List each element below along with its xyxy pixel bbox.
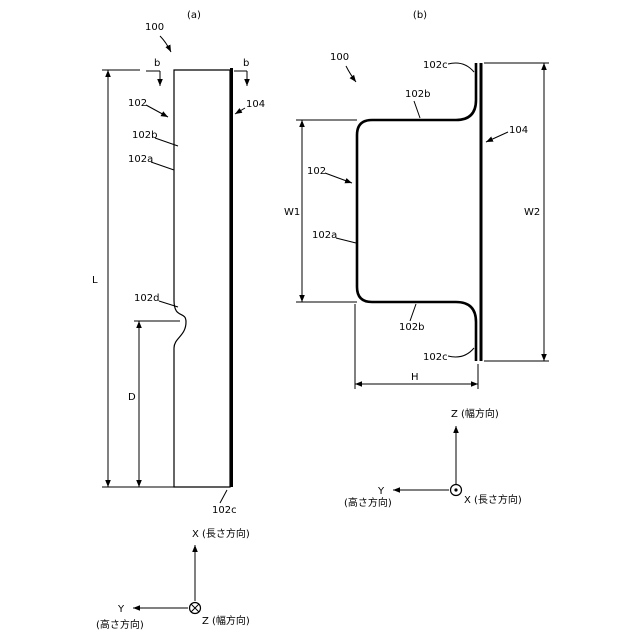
ref-100-a-leader xyxy=(160,36,171,52)
ref-102d: 102d xyxy=(134,293,159,304)
ref-102-b: 102 xyxy=(307,166,326,177)
ref-102-b-leader xyxy=(325,173,352,183)
ref-102c-a: 102c xyxy=(212,505,237,516)
dim-W1: W1 xyxy=(284,207,300,218)
member-outline xyxy=(174,70,230,487)
panel-b-caption: (b) xyxy=(413,10,427,21)
ref-102d-leader xyxy=(159,301,178,307)
ref-102a-a-leader xyxy=(151,162,174,170)
dim-H: H xyxy=(411,372,419,383)
ref-102b-b-top: 102b xyxy=(405,89,430,100)
ref-102c-b-top-leader xyxy=(448,63,474,72)
ref-104-a-leader xyxy=(235,108,245,114)
axis-y-label-b: Y xyxy=(377,486,385,497)
ref-102c-b-bottom: 102c xyxy=(423,352,448,363)
ref-102b-b-bottom-leader xyxy=(410,304,416,321)
ref-104-a: 104 xyxy=(246,99,265,110)
panel-a-caption: (a) xyxy=(187,10,201,21)
axis-y-sub-a: (高さ方向) xyxy=(96,618,144,631)
axis-y-sub-b: (高さ方向) xyxy=(344,496,392,509)
section-b-right: b xyxy=(243,58,249,69)
dim-D: D xyxy=(128,392,136,403)
ref-102a-a: 102a xyxy=(128,154,153,165)
axis-y-label-a: Y xyxy=(117,604,125,615)
ref-102c-b-top: 102c xyxy=(423,60,448,71)
ref-102a-b: 102a xyxy=(312,230,337,241)
dim-L: L xyxy=(92,275,98,286)
ref-102c-b-bottom-leader xyxy=(448,348,474,357)
ref-100-b: 100 xyxy=(330,52,349,63)
ref-104-b: 104 xyxy=(509,125,528,136)
axis-x-label-b: X (長さ方向) xyxy=(464,493,522,506)
ref-102-a: 102 xyxy=(128,98,147,109)
ref-102a-b-leader xyxy=(336,238,356,243)
panel-b: (b) 100 102c 102b 104 102 102a 102b 102c… xyxy=(284,10,549,509)
dim-W2: W2 xyxy=(524,207,540,218)
ref-102b-a: 102b xyxy=(132,130,157,141)
axis-x-label-a: X (長さ方向) xyxy=(192,527,250,540)
ref-102b-b-bottom: 102b xyxy=(399,322,424,333)
ref-102c-a-leader xyxy=(220,490,227,503)
ref-104-b-leader xyxy=(486,132,508,142)
ref-102-a-leader xyxy=(146,105,168,117)
axis-z-label-b: Z (幅方向) xyxy=(451,407,499,420)
section-b-left: b xyxy=(154,58,160,69)
axis-x-out-dot xyxy=(454,488,457,491)
axis-z-label-a: Z (幅方向) xyxy=(202,614,250,627)
ref-100-b-leader xyxy=(346,66,356,82)
ref-100-a: 100 xyxy=(145,22,164,33)
panel-a: (a) 100 b b 102 104 102b 102a 102d 102c … xyxy=(92,10,265,631)
ref-102b-b-top-leader xyxy=(414,101,420,118)
